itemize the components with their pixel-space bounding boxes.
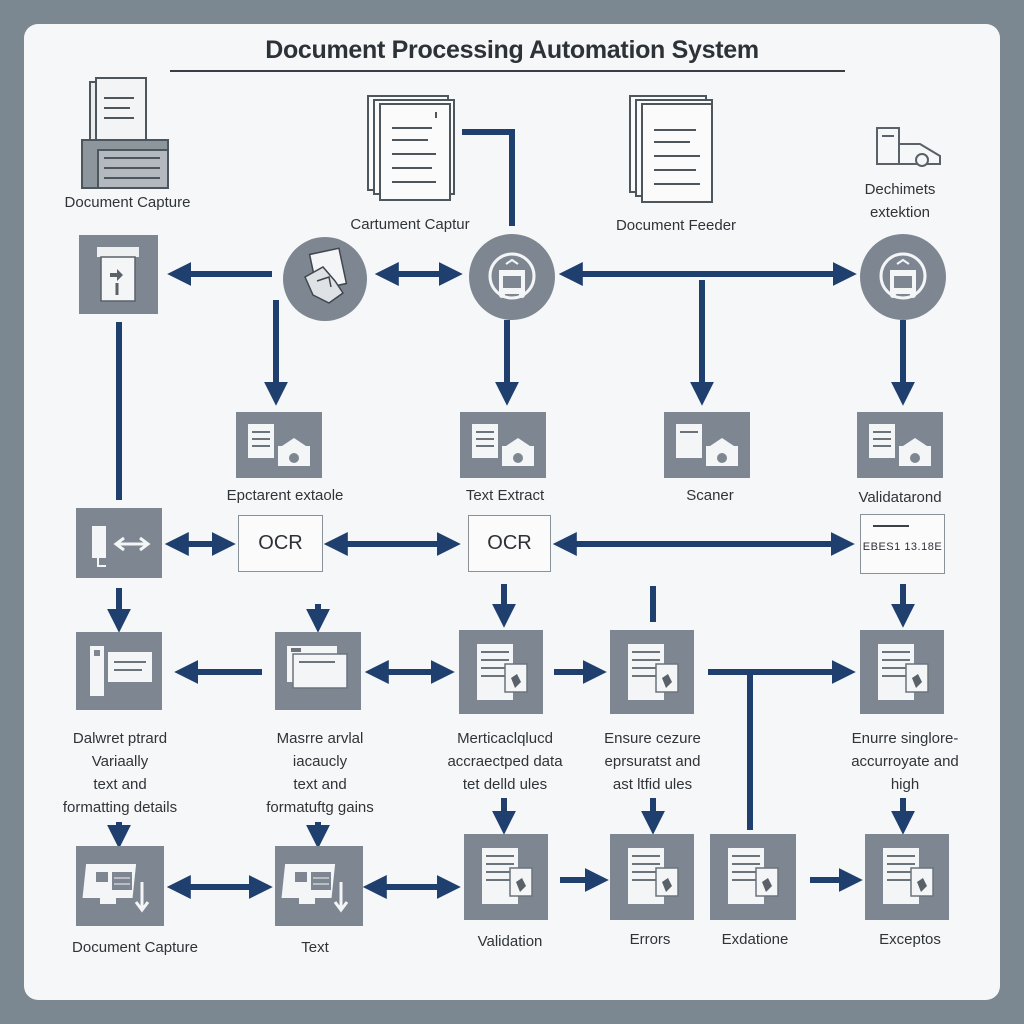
scanner-gear-icon <box>879 252 927 300</box>
form-document-icon <box>90 646 152 696</box>
label-validatarond: Validatarond <box>858 489 942 506</box>
row4-node-1[interactable] <box>76 632 162 710</box>
hand-document-node[interactable] <box>283 237 367 321</box>
label-scaner: Scaner <box>686 487 734 504</box>
shredder-icon <box>97 247 139 302</box>
label-document-feeder: Document Feeder <box>615 217 737 234</box>
bracket-top <box>462 129 515 226</box>
document-image-icon <box>472 424 534 466</box>
row5-node-1[interactable] <box>76 846 164 926</box>
label-exdatione: Exdatione <box>721 931 789 948</box>
hand-document-icon <box>304 247 348 304</box>
document-image-icon <box>869 424 931 466</box>
printer-icon <box>81 77 169 189</box>
row5-node-5[interactable] <box>710 834 796 920</box>
code-text: EBES1 13.18E <box>862 541 943 553</box>
label-errors: Errors <box>629 931 671 948</box>
row5-node-6[interactable] <box>865 834 949 920</box>
desc-col5: Enurre singlore- accurroyate and high <box>851 730 959 793</box>
list-document-icon <box>728 848 779 904</box>
document-feeder-icon <box>629 95 713 203</box>
label-epctarent: Epctarent extaole <box>226 487 344 504</box>
document-stack-icon <box>367 95 455 201</box>
scanner-gear-node-1[interactable] <box>469 234 555 320</box>
input-node[interactable] <box>76 508 162 578</box>
label-validation: Validation <box>477 933 543 950</box>
epctarent-node[interactable] <box>236 412 322 478</box>
label-document-capture-bottom: Document Capture <box>72 939 198 956</box>
scanner-gear-icon <box>488 252 536 300</box>
title-underline <box>170 70 845 72</box>
list-document-icon <box>883 848 934 904</box>
text-extract-node[interactable] <box>460 412 546 478</box>
label-text: Text <box>301 939 329 956</box>
diagram-title: Document Processing Automation System <box>265 36 759 64</box>
row5-node-3[interactable] <box>464 834 548 920</box>
label-document-capture-top: Document Capture <box>64 194 191 211</box>
label-text-extract: Text Extract <box>465 487 545 504</box>
label-dechimets: Dechimets extektion <box>864 181 936 221</box>
list-document-icon <box>628 644 679 700</box>
form-document-icon <box>287 646 348 689</box>
row4-node-3[interactable] <box>459 630 543 714</box>
document-image-icon <box>248 424 310 466</box>
row5-node-2[interactable] <box>275 846 363 926</box>
monitor-download-icon <box>281 864 349 913</box>
shredder-node[interactable] <box>79 235 158 314</box>
label-exceptos: Exceptos <box>879 931 941 948</box>
row4-node-2[interactable] <box>275 632 361 710</box>
row5-node-4[interactable] <box>610 834 694 920</box>
monitor-download-icon <box>82 864 150 913</box>
ocr-box-right[interactable]: OCR <box>468 515 551 572</box>
code-line <box>873 525 909 527</box>
list-document-icon <box>878 644 929 700</box>
desc-col2: Masrre arvlal iacaucly text and formatuf… <box>266 730 374 816</box>
list-document-icon <box>477 644 528 700</box>
row4-node-5[interactable] <box>860 630 944 714</box>
code-box[interactable]: EBES1 13.18E <box>860 514 945 574</box>
ocr-box-left[interactable]: OCR <box>238 515 323 572</box>
desc-col3: Merticaclqlucd accraectped data tet dell… <box>447 730 563 793</box>
hand-document-icon <box>92 526 151 567</box>
label-cartument-captur: Cartument Captur <box>350 216 470 233</box>
list-document-icon <box>628 848 679 904</box>
scanner-machine-icon <box>876 127 941 167</box>
document-image-icon <box>676 424 738 466</box>
desc-col1: Dalwret ptrard Variaally text and format… <box>62 730 178 816</box>
desc-col4: Ensure cezure eprsuratst and ast ltfid u… <box>604 730 701 793</box>
list-document-icon <box>482 848 533 904</box>
row4-node-4[interactable] <box>610 630 694 714</box>
scanner-gear-node-2[interactable] <box>860 234 946 320</box>
validatarond-node[interactable] <box>857 412 943 478</box>
scaner-node[interactable] <box>664 412 750 478</box>
